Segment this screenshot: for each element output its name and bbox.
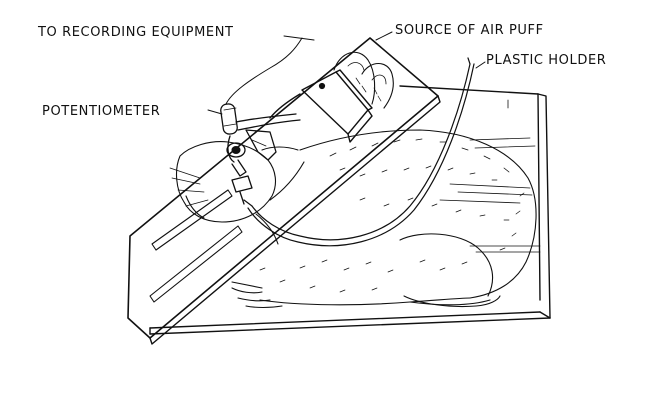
clamp-block	[269, 69, 373, 143]
label-source-of-air-puff: SOURCE OF AIR PUFF	[395, 23, 544, 38]
plastic-holder	[149, 85, 551, 335]
potentiometer-assembly	[220, 35, 315, 205]
label-to-recording-equipment: TO RECORDING EQUIPMENT	[38, 25, 234, 40]
label-plastic-holder: PLASTIC HOLDER	[486, 53, 607, 68]
label-potentiometer: POTENTIOMETER	[42, 104, 161, 119]
air-puff-tube	[243, 57, 475, 247]
restraint-board	[127, 37, 441, 345]
leader-lines	[207, 31, 486, 115]
rabbit	[169, 51, 537, 309]
